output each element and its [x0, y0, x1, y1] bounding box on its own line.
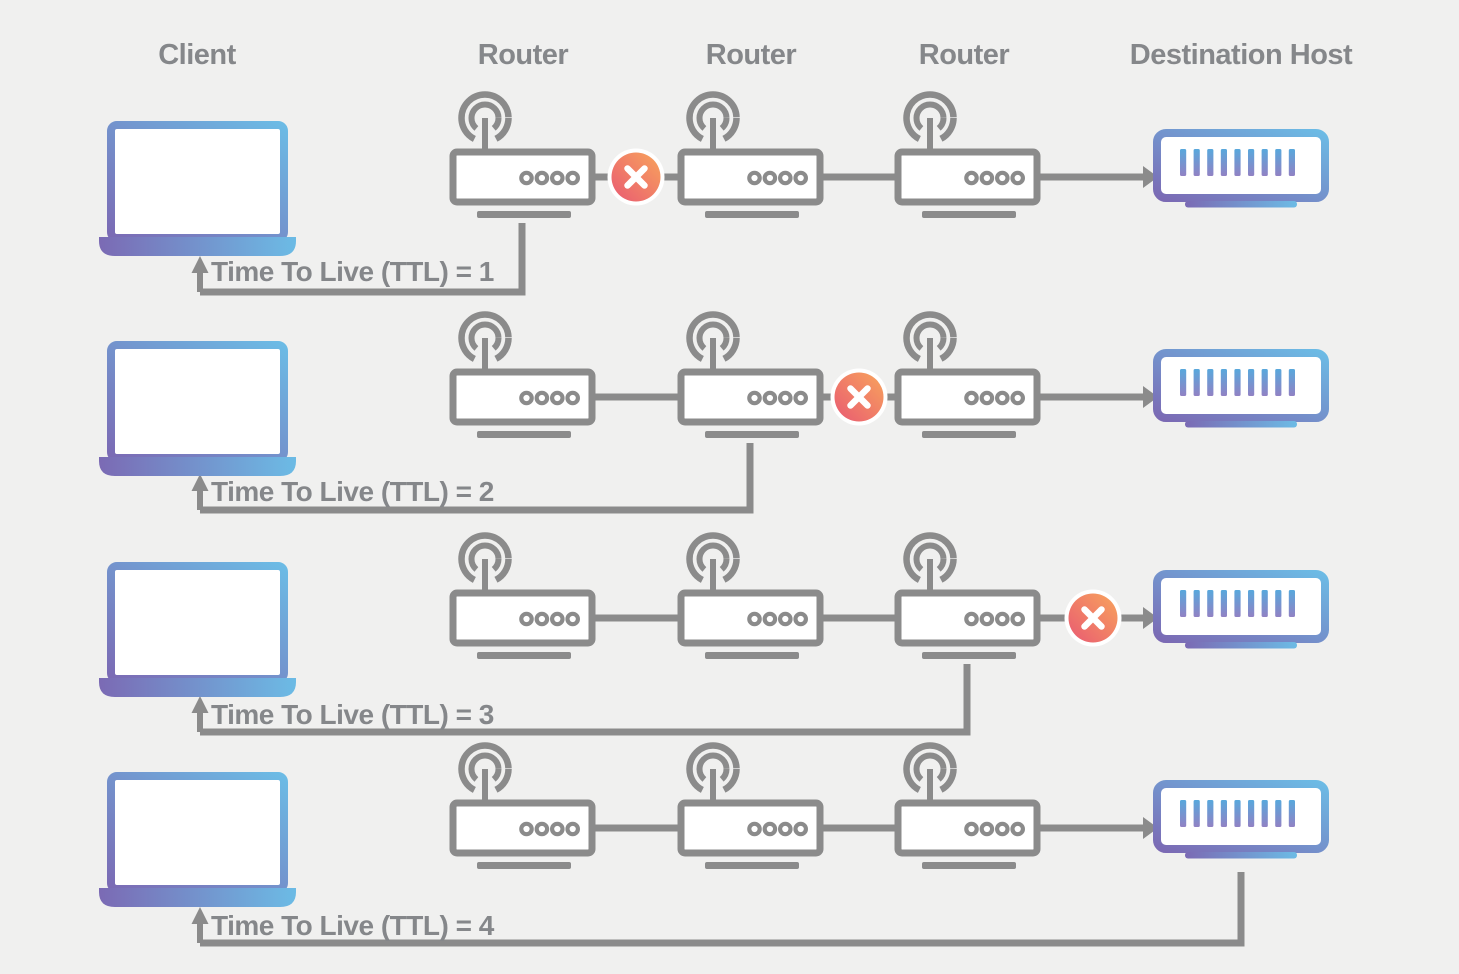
wireless-router-icon: [681, 746, 820, 870]
row-ttl-2: Time To Live (TTL) = 2: [99, 315, 1325, 514]
header-client: Client: [158, 39, 236, 71]
ttl-label: Time To Live (TTL) = 1: [211, 256, 494, 287]
header-destination-host: Destination Host: [1130, 39, 1353, 71]
return-path-line: [200, 872, 1245, 947]
return-path-line: [200, 443, 754, 514]
wireless-router-icon: [898, 315, 1037, 439]
return-path-line: [200, 664, 971, 736]
up-arrow-icon: [192, 256, 209, 292]
arrowhead-icon: [1143, 386, 1158, 408]
ttl-label: Time To Live (TTL) = 2: [211, 476, 494, 507]
wireless-router-icon: [453, 536, 592, 660]
x-badge-icon: [831, 369, 888, 426]
laptop-icon: [99, 566, 296, 697]
laptop-icon: [99, 345, 296, 476]
server-icon: [1157, 353, 1325, 428]
server-icon: [1157, 133, 1325, 208]
wireless-router-icon: [453, 746, 592, 870]
row-ttl-4: Time To Live (TTL) = 4: [99, 746, 1325, 947]
wireless-router-icon: [898, 536, 1037, 660]
ttl-label: Time To Live (TTL) = 4: [211, 910, 495, 941]
wireless-router-icon: [681, 95, 820, 219]
up-arrow-icon: [192, 696, 209, 732]
wireless-router-icon: [898, 95, 1037, 219]
arrowhead-icon: [1143, 607, 1158, 629]
x-badge-icon: [608, 149, 665, 206]
row-ttl-1: Time To Live (TTL) = 1: [99, 95, 1325, 296]
wireless-router-icon: [898, 746, 1037, 870]
header-router-2: Router: [706, 39, 797, 71]
wireless-router-icon: [681, 315, 820, 439]
up-arrow-icon: [192, 474, 209, 510]
wireless-router-icon: [453, 95, 592, 219]
return-path-line: [200, 223, 526, 296]
x-badge-icon: [1065, 590, 1122, 647]
arrowhead-icon: [1143, 166, 1158, 188]
up-arrow-icon: [192, 907, 209, 943]
server-icon: [1157, 574, 1325, 649]
row-ttl-3: Time To Live (TTL) = 3: [99, 536, 1325, 736]
server-icon: [1157, 784, 1325, 859]
ttl-label: Time To Live (TTL) = 3: [211, 699, 494, 730]
wireless-router-icon: [453, 315, 592, 439]
arrowhead-icon: [1143, 817, 1158, 839]
wireless-router-icon: [681, 536, 820, 660]
laptop-icon: [99, 125, 296, 256]
header-router-3: Router: [919, 39, 1010, 71]
laptop-icon: [99, 776, 296, 907]
header-router-1: Router: [478, 39, 569, 71]
